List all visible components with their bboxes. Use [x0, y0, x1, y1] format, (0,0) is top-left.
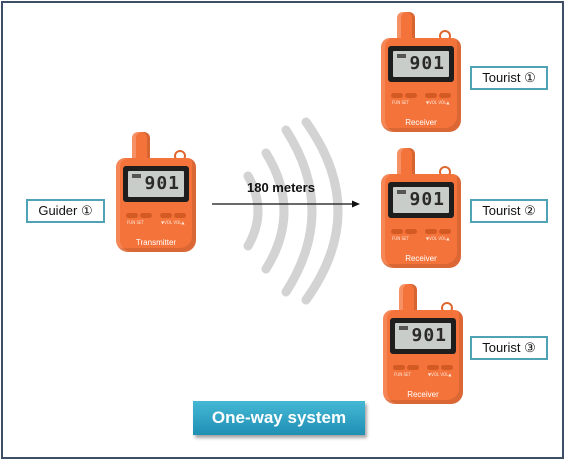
antenna — [397, 12, 415, 42]
lcd-screen: 901 — [128, 171, 184, 197]
transmitter-device: 901 FUN SET ▼VOL VOL▲ Transmitter — [116, 132, 196, 258]
tourist-tag-1: Tourist ① — [470, 66, 548, 90]
vol-down-button — [425, 93, 437, 98]
device-label: Transmitter — [135, 238, 177, 247]
guider-tag: Guider ① — [26, 199, 105, 223]
fun-button — [126, 213, 138, 218]
signal-indicator — [399, 326, 408, 330]
display-bezel: 901 — [388, 46, 454, 82]
button-caption-right: ▼VOL VOL▲ — [428, 372, 452, 377]
set-button — [407, 365, 419, 370]
device-label: Receiver — [407, 390, 439, 399]
vol-up-button — [441, 365, 453, 370]
button-caption-left: FUN SET — [127, 220, 145, 225]
button-caption-left: FUN SET — [392, 236, 410, 241]
antenna — [397, 148, 415, 178]
display-bezel: 901 — [390, 318, 456, 354]
channel-display: 901 — [144, 173, 180, 194]
device-body: 901 FUN SET ▼VOL VOL▲ Receiver — [383, 310, 463, 404]
button-caption-right: ▼VOL VOL▲ — [426, 236, 450, 241]
channel-display: 901 — [409, 53, 445, 74]
vol-up-button — [439, 93, 451, 98]
wave-arc-2 — [261, 148, 289, 274]
channel-display: 901 — [411, 325, 447, 346]
display-bezel: 901 — [388, 182, 454, 218]
tourist-tag-2: Tourist ② — [470, 199, 548, 223]
device-body: 901 FUN SET ▼VOL VOL▲ Receiver — [381, 174, 461, 268]
antenna — [132, 132, 150, 162]
signal-indicator — [132, 174, 141, 178]
device-label: Receiver — [405, 118, 437, 127]
device-body: 901 FUN SET ▼VOL VOL▲ Receiver — [381, 38, 461, 132]
button-caption-left: FUN SET — [392, 100, 410, 105]
antenna — [399, 284, 417, 314]
set-button — [405, 93, 417, 98]
device-body: 901 FUN SET ▼VOL VOL▲ Transmitter — [116, 158, 196, 252]
lcd-screen: 901 — [393, 51, 449, 77]
receiver-device-3: 901 FUN SET ▼VOL VOL▲ Receiver — [383, 284, 463, 410]
system-banner: One-way system — [193, 401, 365, 435]
fun-button — [393, 365, 405, 370]
lcd-screen: 901 — [393, 187, 449, 213]
button-caption-right: ▼VOL VOL▲ — [426, 100, 450, 105]
display-bezel: 901 — [123, 166, 189, 202]
receiver-device-2: 901 FUN SET ▼VOL VOL▲ Receiver — [381, 148, 461, 274]
signal-indicator — [397, 54, 406, 58]
vol-down-button — [427, 365, 439, 370]
button-caption-left: FUN SET — [394, 372, 412, 377]
arrow-head — [352, 200, 360, 208]
vol-down-button — [425, 229, 437, 234]
signal-indicator — [397, 190, 406, 194]
tourist-tag-3: Tourist ③ — [470, 336, 548, 360]
wave-arc-4 — [301, 117, 343, 305]
lcd-screen: 901 — [395, 323, 451, 349]
fun-button — [391, 93, 403, 98]
set-button — [405, 229, 417, 234]
vol-up-button — [439, 229, 451, 234]
receiver-device-1: 901 FUN SET ▼VOL VOL▲ Receiver — [381, 12, 461, 138]
wave-arc-3 — [281, 125, 317, 297]
set-button — [140, 213, 152, 218]
distance-label: 180 meters — [247, 180, 315, 195]
channel-display: 901 — [409, 189, 445, 210]
fun-button — [391, 229, 403, 234]
button-caption-right: ▼VOL VOL▲ — [161, 220, 185, 225]
vol-up-button — [174, 213, 186, 218]
vol-down-button — [160, 213, 172, 218]
device-label: Receiver — [405, 254, 437, 263]
wave-arc-1 — [243, 171, 263, 251]
